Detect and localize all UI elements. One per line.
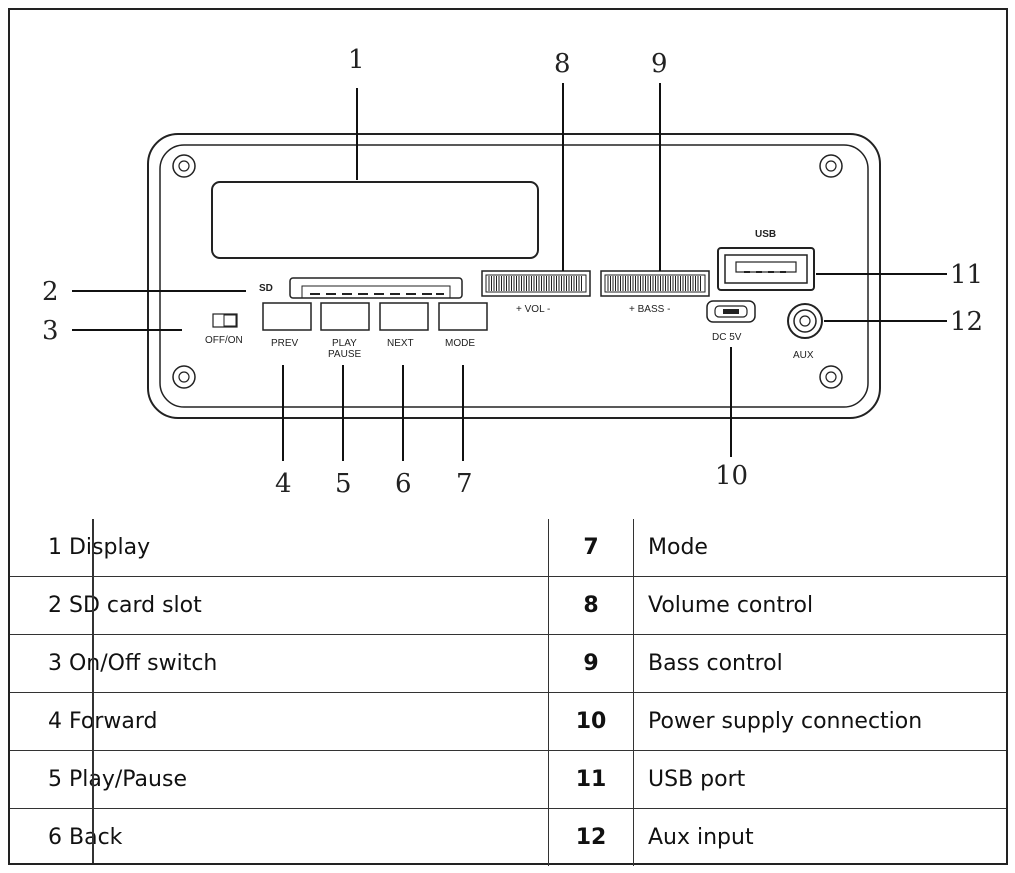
legend-item-number: 10	[548, 692, 634, 751]
dc-5v-port-icon	[706, 300, 756, 323]
off-on-label: OFF/ON	[205, 335, 243, 346]
legend-item-number: 7	[548, 519, 634, 577]
prev-button-drawing	[262, 302, 312, 331]
panel-outer-outline	[147, 133, 881, 419]
mode-label: MODE	[445, 338, 475, 349]
screw-hole-icon	[172, 365, 196, 389]
callout-3: 3	[42, 316, 59, 346]
legend-item-left: 4 Forward	[10, 692, 549, 751]
panel-inner-outline	[159, 144, 869, 408]
legend-item-left: 2 SD card slot	[10, 576, 549, 635]
aux-jack-icon	[787, 303, 823, 339]
play-pause-button-drawing	[320, 302, 370, 331]
legend-item-right: USB port	[633, 750, 1006, 809]
play-label: PLAY	[332, 338, 357, 349]
legend-divider-line	[92, 519, 94, 863]
screw-hole-icon	[819, 154, 843, 178]
callout-7: 7	[456, 469, 473, 499]
sd-card-slot	[289, 277, 463, 299]
legend-item-number: 11	[548, 750, 634, 809]
mode-button-drawing	[438, 302, 488, 331]
legend-item-left: 1 Display	[10, 519, 549, 577]
display-window	[211, 181, 539, 259]
legend-item-left: 5 Play/Pause	[10, 750, 549, 809]
legend-item-right: Mode	[633, 519, 1006, 577]
callout-5: 5	[335, 469, 352, 499]
legend-item-left: 3 On/Off switch	[10, 634, 549, 693]
callout-11: 11	[950, 260, 983, 290]
callout-6: 6	[395, 469, 412, 499]
bass-slider	[600, 270, 710, 297]
legend-item-right: Power supply connection	[633, 692, 1006, 751]
pause-label: PAUSE	[328, 349, 361, 360]
control-panel-diagram: SD OFF/ON PREV PLAY PAUSE NEXT MODE + VO…	[42, 45, 983, 499]
legend-item-right: Aux input	[633, 808, 1006, 866]
sd-label: SD	[259, 283, 273, 294]
callout-4: 4	[275, 469, 292, 499]
dc-5v-label: DC 5V	[712, 332, 742, 343]
next-label: NEXT	[387, 338, 414, 349]
callout-2: 2	[42, 277, 59, 307]
vol-label: + VOL -	[516, 304, 550, 315]
callout-12: 12	[950, 307, 983, 337]
legend-item-right: Volume control	[633, 576, 1006, 635]
callout-9: 9	[651, 49, 668, 79]
legend-item-number: 12	[548, 808, 634, 866]
legend-item-number: 9	[548, 634, 634, 693]
screw-hole-icon	[172, 154, 196, 178]
legend-item-left: 6 Back	[10, 808, 549, 866]
off-on-switch	[212, 313, 238, 328]
legend-item-number: 8	[548, 576, 634, 635]
callout-8: 8	[554, 49, 571, 79]
screw-hole-icon	[819, 365, 843, 389]
usb-label: USB	[755, 229, 776, 240]
next-button-drawing	[379, 302, 429, 331]
usb-port-icon	[717, 247, 815, 291]
callout-1: 1	[348, 45, 365, 75]
volume-slider	[481, 270, 591, 297]
prev-label: PREV	[271, 338, 299, 349]
legend-item-right: Bass control	[633, 634, 1006, 693]
aux-label: AUX	[793, 350, 814, 361]
bass-label: + BASS -	[629, 304, 670, 315]
callout-10: 10	[715, 461, 748, 491]
